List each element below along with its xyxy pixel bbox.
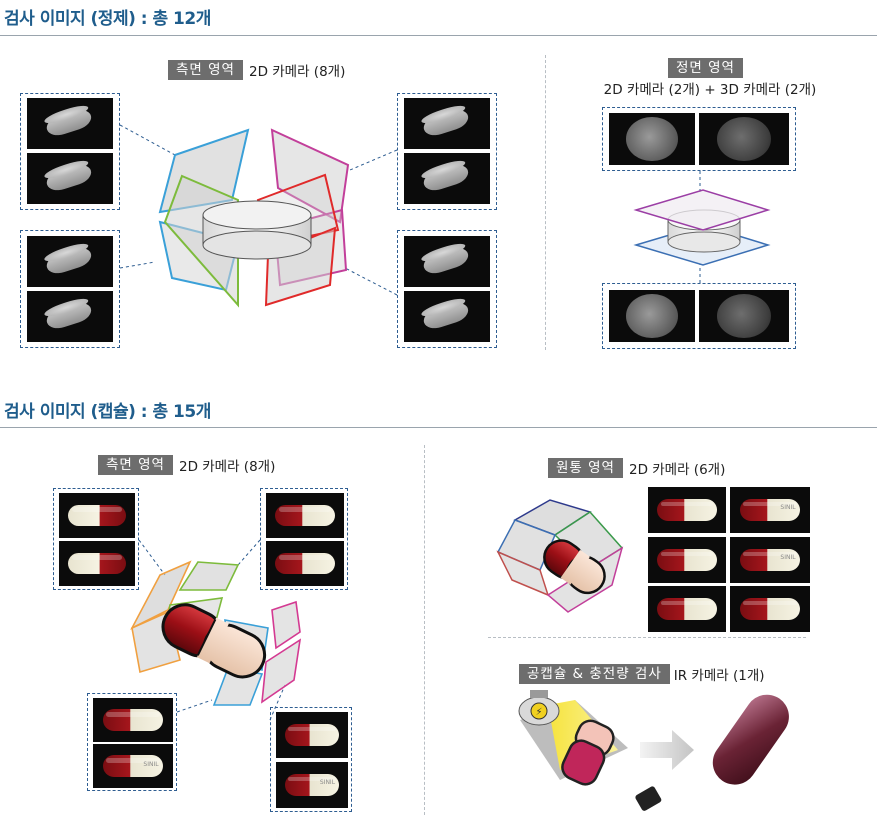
tablet-front-photo-group-bottom	[602, 283, 796, 349]
tablet-front-photo-3d	[699, 290, 789, 342]
ir-arrow	[640, 730, 694, 770]
capsule-imprint: SINIL	[143, 760, 159, 768]
tablet-divider	[545, 55, 546, 350]
tablet-front-photo	[609, 113, 695, 165]
capsule-barrel-photo: SINIL	[730, 537, 810, 583]
capsule-ir-diagram: ⚡	[518, 690, 789, 811]
capsule-barrel-label: 원통 영역 2D 카메라 (6개)	[548, 458, 725, 478]
capsule-barrel-diagram	[496, 499, 624, 613]
tablet-frame-red-2	[264, 226, 337, 307]
tablet-front-diagram	[633, 189, 771, 266]
capsule-side-photo	[59, 541, 135, 586]
capsule-side-photo	[276, 712, 348, 758]
capsule-barrel-desc: 2D 카메라 (6개)	[628, 462, 726, 478]
capsule-frame-green	[178, 561, 240, 591]
tablet-connectors	[119, 124, 701, 296]
capsule-ir-desc: IR 카메라 (1개)	[673, 668, 765, 684]
capsule-right-divider	[488, 637, 806, 638]
tablet-section-rule	[0, 35, 877, 36]
tablet-front-photo-3d	[699, 113, 789, 165]
capsule-barrel-tag: 원통 영역	[548, 458, 623, 478]
tablet-front-tag: 정면 영역	[668, 58, 743, 78]
capsule-barrel-photo	[648, 537, 726, 583]
tablet-side-photo	[27, 236, 113, 287]
capsule-side-photo	[266, 541, 344, 586]
capsule-divider	[424, 445, 425, 815]
tablet-side-tag: 측면 영역	[168, 60, 243, 80]
capsule-imprint: SINIL	[780, 554, 796, 562]
tablet-side-photo	[404, 98, 490, 149]
tablet-side-photo-group-bl	[20, 230, 120, 348]
capsule-barrel-photo-grid: SINIL SINIL	[648, 487, 810, 632]
capsule-imprint: SINIL	[780, 504, 796, 512]
capsule-frame-magenta-2	[261, 638, 302, 704]
capsule-side-photo-group-bl: SINIL	[87, 693, 177, 791]
capsule-frame-magenta	[271, 600, 301, 650]
capsule-side-photo-group-tl	[53, 488, 139, 590]
tablet-side-photo	[27, 153, 113, 204]
capsule-side-photo: SINIL	[93, 744, 173, 788]
tablet-section-title: 검사 이미지 (정제) : 총 12개	[4, 9, 211, 29]
capsule-side-tag: 측면 영역	[98, 455, 173, 475]
capsule-big	[161, 603, 267, 679]
tablet-frame-magenta	[270, 128, 350, 224]
capsule-connectors	[138, 539, 286, 721]
tablet-side-photo	[404, 291, 490, 342]
tablet-side-label: 측면 영역 2D 카메라 (8개)	[168, 60, 345, 80]
capsule-barrel-photo	[648, 487, 726, 533]
tablet-side-photo	[404, 236, 490, 287]
capsule-barrel-photo: SINIL	[730, 487, 810, 533]
tablet-front-plane-magenta	[633, 189, 771, 231]
tablet-front-photo	[609, 290, 695, 342]
tablet-side-photo	[27, 98, 113, 149]
tablet-side-photo-group-tr	[397, 93, 497, 210]
capsule-side-photo	[93, 698, 173, 742]
capsule-barrel-photo	[648, 586, 726, 632]
capsule-section-rule	[0, 427, 877, 428]
capsule-side-photo-group-br: SINIL	[270, 707, 352, 812]
tablet-cylinder	[202, 200, 312, 260]
capsule-side-photo	[266, 493, 344, 538]
capsule-side-label: 측면 영역 2D 카메라 (8개)	[98, 455, 275, 475]
tablet-front-label: 정면 영역	[668, 58, 743, 78]
tablet-side-photo	[27, 291, 113, 342]
tablet-front-desc: 2D 카메라 (2개) + 3D 카메라 (2개)	[603, 82, 817, 98]
capsule-side-photo	[59, 493, 135, 538]
tablet-side-desc: 2D 카메라 (8개)	[248, 64, 346, 80]
capsule-frame-orange	[130, 560, 192, 630]
capsule-section-title: 검사 이미지 (캡슐) : 총 15개	[4, 402, 211, 422]
tablet-side-photo	[404, 153, 490, 204]
tablet-side-photo-group-tl	[20, 93, 120, 210]
tablet-side-photo-group-br	[397, 230, 497, 348]
ir-result-capsule	[712, 694, 789, 785]
tablet-front-photo-group-top	[602, 107, 796, 171]
ir-camera	[635, 786, 662, 811]
capsule-barrel-photo	[730, 586, 810, 632]
svg-text:⚡: ⚡	[535, 707, 542, 718]
capsule-side-photo-group-tr	[260, 488, 348, 590]
capsule-side-photo: SINIL	[276, 762, 348, 808]
capsule-imprint: SINIL	[319, 779, 336, 787]
capsule-ir-label: 공캡슐 & 충전량 검사 IR 카메라 (1개)	[519, 664, 765, 684]
capsule-ir-tag: 공캡슐 & 충전량 검사	[519, 664, 670, 684]
capsule-side-desc: 2D 카메라 (8개)	[178, 459, 276, 475]
